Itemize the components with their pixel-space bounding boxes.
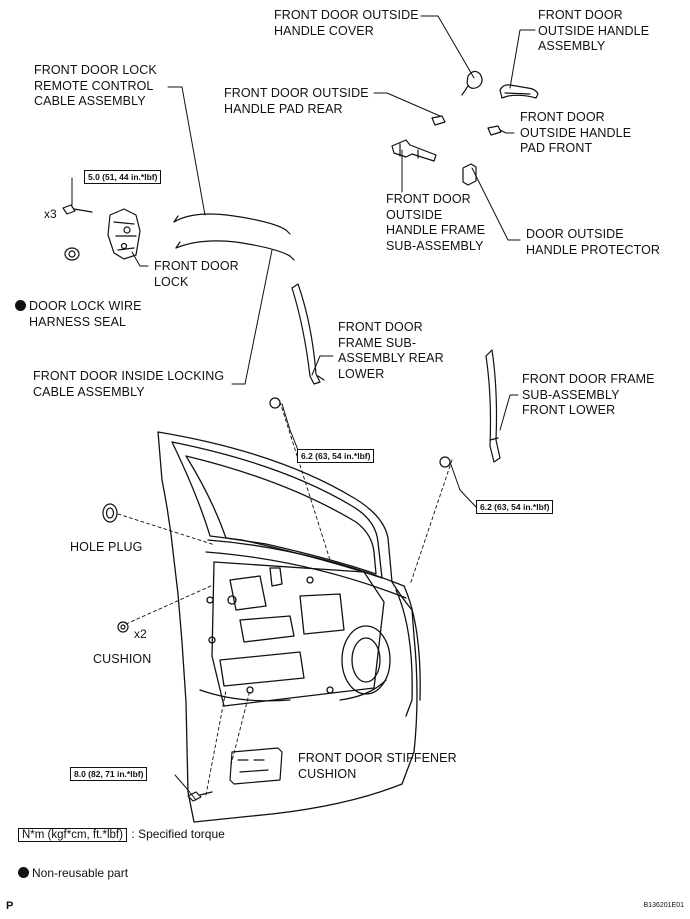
stiffener-cushion-part: [229, 747, 283, 785]
frame-front-bolt: [439, 456, 451, 468]
stiffener-bolt: [187, 791, 213, 802]
legend-torque-text: : Specified torque: [131, 827, 225, 841]
torque-lock: 5.0 (51, 44 in.*lbf): [84, 170, 162, 184]
wire-harness-seal-part: [64, 247, 80, 261]
frame-rear-bolt: [269, 397, 281, 409]
frame-rear-lower-part: [291, 283, 325, 385]
legend-torque-units: N*m (kgf*cm, ft.*lbf): [18, 828, 127, 842]
door-panel-outline: [157, 431, 421, 823]
label-cushion: CUSHION: [93, 652, 152, 666]
non-reusable-marker: [15, 300, 26, 311]
label-hole-plug: HOLE PLUG: [70, 540, 143, 554]
lock-bolt-quantity: x3: [44, 207, 57, 221]
handle-protector-part: [462, 163, 477, 186]
remote-control-cable-part: [173, 213, 291, 235]
outside-handle-assembly-part: [499, 84, 539, 99]
handle-pad-front-part: [487, 125, 502, 136]
cushion-part: [117, 621, 129, 633]
inside-locking-cable-part: [175, 240, 295, 261]
handle-pad-rear-part: [431, 115, 446, 126]
torque-frame-front: 6.2 (63, 54 in.*lbf): [476, 500, 554, 514]
lock-bolt: [62, 204, 93, 215]
legend-dot-icon: [18, 867, 29, 878]
label-wire-harness-seal: DOOR LOCK WIRE HARNESS SEAL: [15, 299, 142, 330]
torque-stiffener: 8.0 (82, 71 in.*lbf): [70, 767, 148, 781]
torque-frame-rear: 6.2 (63, 54 in.*lbf): [297, 449, 375, 463]
figure-code: B136201E01: [643, 902, 684, 909]
cushion-quantity: x2: [134, 627, 147, 641]
legend-torque: N*m (kgf*cm, ft.*lbf) : Specified torque: [18, 825, 225, 843]
frame-front-lower-part: [485, 349, 501, 463]
legend-nonreusable: Non-reusable part: [18, 866, 128, 880]
legend-nonreusable-text: Non-reusable part: [32, 866, 129, 880]
front-door-lock-part: [107, 208, 141, 260]
hole-plug-part: [102, 503, 118, 523]
corner-letter: P: [6, 900, 14, 912]
dashed-guides: [117, 401, 453, 796]
handle-frame-part: [391, 139, 437, 162]
outside-handle-cover-part: [461, 70, 483, 96]
leader-lines: [71, 15, 536, 801]
